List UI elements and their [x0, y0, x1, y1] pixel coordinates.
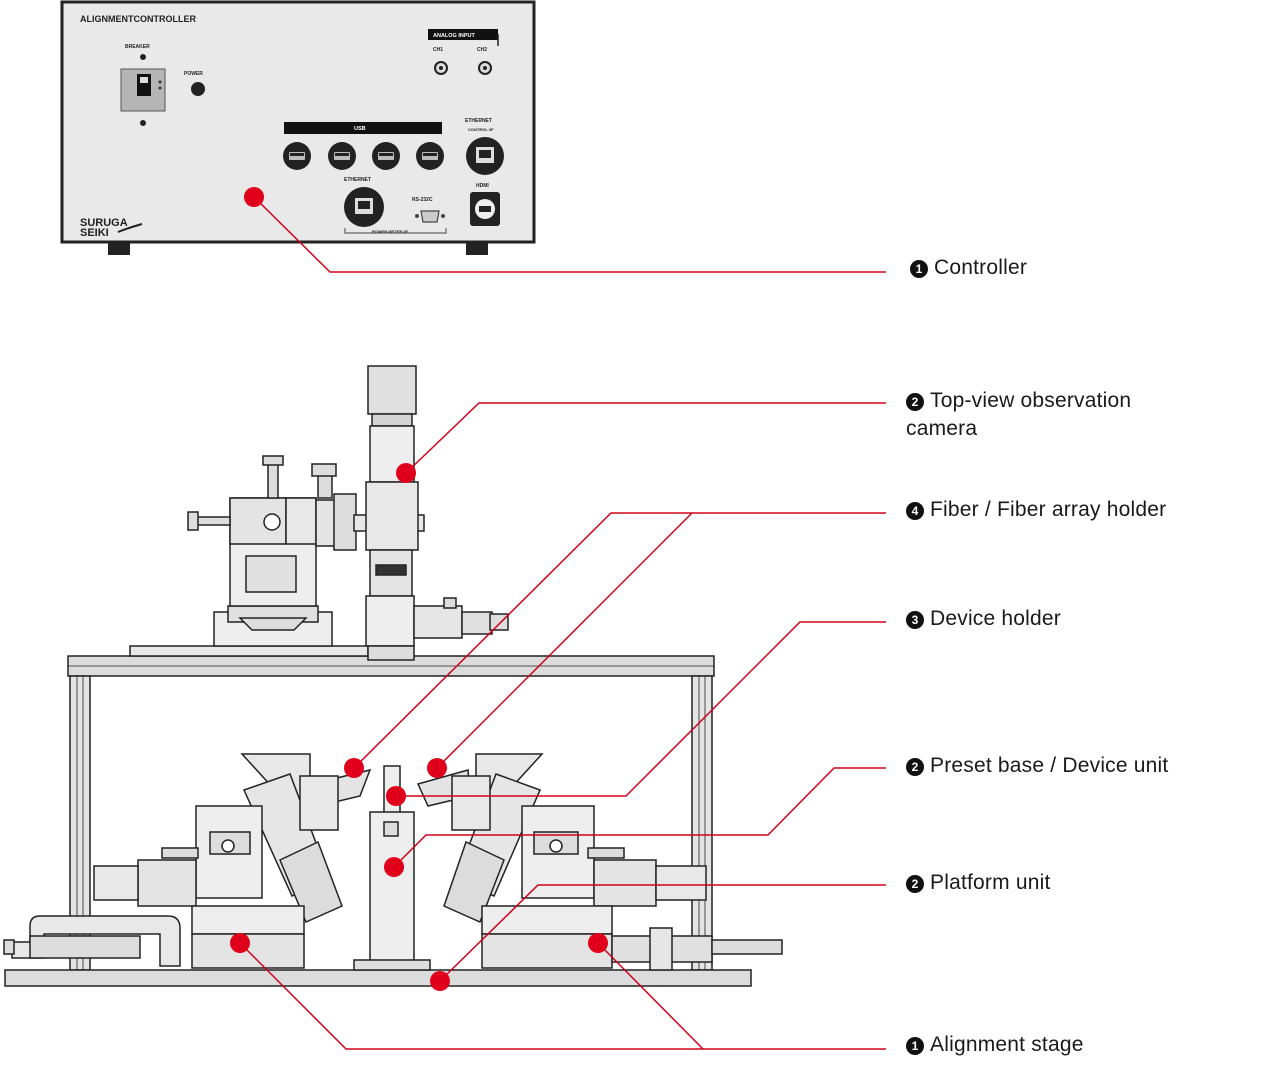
marker-preset-base [384, 857, 404, 877]
leader-fiber-left [353, 512, 886, 769]
callout-number: 2 [906, 875, 924, 893]
ch1-label: CH1 [433, 47, 443, 53]
callout-preset-base: 2 Preset base / Device unit [906, 752, 1168, 780]
rs232c-port[interactable] [420, 210, 440, 223]
ch2-label: CH2 [477, 47, 487, 53]
callout-fiber-holder: 4 Fiber / Fiber array holder [906, 496, 1166, 524]
marker-camera [396, 463, 416, 483]
controller-title: ALIGNMENTCONTROLLER [80, 14, 196, 24]
rs232c-label: RS-232C [412, 197, 433, 203]
leader-stage-right [597, 942, 704, 1050]
brand-suruga: SURUGA [80, 217, 128, 229]
power-label: POWER [184, 71, 203, 77]
leader-fiber-right [436, 512, 693, 769]
controller-unit: ALIGNMENTCONTROLLER BREAKER POWER ANALOG… [60, 0, 536, 255]
brand-seiki: SEIKI [80, 227, 109, 239]
leader-device-holder [396, 621, 886, 797]
callout-label-line2: camera [906, 417, 978, 440]
leader-controller [253, 196, 886, 273]
ethernet-bottom-label: ETHERNET [344, 177, 371, 183]
callout-label: Controller [934, 256, 1028, 279]
usb-ports [283, 142, 444, 170]
callout-platform-unit: 2 Platform unit [906, 869, 1050, 897]
callout-camera: 2 Top-view observation camera [906, 387, 1131, 443]
marker-device-holder [386, 786, 406, 806]
ethernet-top-label: ETHERNET [465, 118, 492, 124]
control-if-label: CONTROL I/F [468, 127, 494, 132]
leader-platform [439, 884, 886, 982]
usb-label: USB [354, 126, 366, 132]
callout-alignment-stage: 1 Alignment stage [906, 1031, 1084, 1059]
callout-number: 2 [906, 393, 924, 411]
callout-label-line1: Top-view observation [930, 389, 1132, 412]
callout-controller: 1 Controller [910, 254, 1027, 282]
callout-label: Preset base / Device unit [930, 754, 1169, 777]
callout-number: 4 [906, 502, 924, 520]
callout-label: Device holder [930, 607, 1061, 630]
power-meter-if-label: POWER METER I/F [372, 229, 409, 234]
callout-markers [230, 187, 608, 991]
analog-input-label: ANALOG INPUT [433, 33, 476, 39]
callout-device-holder: 3 Device holder [906, 605, 1061, 633]
marker-fiber-left [344, 758, 364, 778]
marker-platform [430, 971, 450, 991]
power-button[interactable] [191, 82, 205, 96]
callout-label: Platform unit [930, 871, 1051, 894]
callout-number: 2 [906, 758, 924, 776]
callout-number: 1 [906, 1037, 924, 1055]
marker-controller [244, 187, 264, 207]
leader-stage-left [239, 942, 886, 1050]
hdmi-label: HDMI [476, 183, 489, 189]
callout-label: Fiber / Fiber array holder [930, 498, 1167, 521]
leader-camera [405, 402, 886, 474]
marker-fiber-right [427, 758, 447, 778]
callout-number: 3 [906, 611, 924, 629]
optical-station [3, 365, 783, 987]
leader-preset-base [393, 767, 886, 868]
breaker-label: BREAKER [125, 44, 150, 50]
callout-label: Alignment stage [930, 1033, 1084, 1056]
marker-stage-right [588, 933, 608, 953]
marker-stage-left [230, 933, 250, 953]
leader-lines [239, 196, 886, 1050]
callout-number: 1 [910, 260, 928, 278]
